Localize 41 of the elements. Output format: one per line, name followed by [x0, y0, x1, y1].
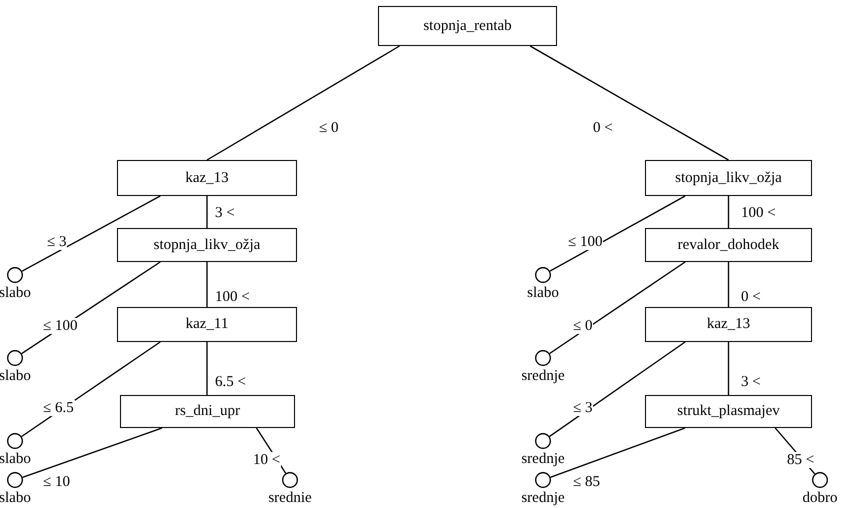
branch-line: [549, 261, 686, 354]
edge-label: ≤ 100: [567, 234, 604, 250]
decision-box: kaz_13: [645, 307, 812, 342]
decision-box: stopnja_likv_ožja: [645, 160, 812, 196]
branch-line: [22, 195, 161, 272]
branch-line: [550, 427, 686, 478]
decision-box: stopnja_rentab: [378, 6, 557, 46]
leaf-label: slabo: [0, 368, 31, 384]
decision-box: kaz_11: [117, 307, 297, 342]
decision-box: kaz_13: [117, 160, 297, 196]
branch-line: [206, 262, 208, 307]
branch-line: [728, 342, 730, 395]
edge-label: ≤ 3: [46, 234, 68, 250]
decision-box: revalor_dohodek: [645, 228, 812, 262]
branch-line: [530, 45, 729, 161]
decision-box: rs_dni_upr: [120, 395, 295, 428]
branch-line: [549, 341, 686, 437]
leaf-label: slabo: [0, 285, 31, 301]
branch-line: [206, 342, 208, 395]
edge-label: ≤ 0: [572, 318, 594, 334]
leaf-label: srednje: [521, 368, 565, 384]
branch-line: [728, 262, 730, 307]
branch-line: [728, 196, 730, 228]
leaf-label: slabo: [0, 451, 31, 467]
leaf-label: slabo: [0, 490, 31, 506]
edge-label: ≤ 6.5: [42, 400, 75, 416]
branch-line: [206, 45, 400, 161]
leaf-label: srednje: [521, 451, 565, 467]
edge-label: ≤ 3: [572, 400, 594, 416]
leaf-label: dobro: [802, 490, 838, 506]
edge-label: 85 <: [786, 452, 816, 468]
edge-label: 10 <: [252, 452, 282, 468]
decision-box: stopnja_likv_ožja: [117, 228, 297, 262]
branch-line: [550, 195, 686, 272]
branch-line: [22, 427, 162, 478]
leaf-label: srednje: [521, 490, 565, 506]
leaf-label: srednie: [268, 490, 312, 506]
leaf-label: slabo: [527, 285, 559, 301]
edge-label: ≤ 100: [42, 318, 78, 334]
decision-box: strukt_plasmajev: [645, 395, 812, 428]
branch-line: [206, 196, 208, 228]
